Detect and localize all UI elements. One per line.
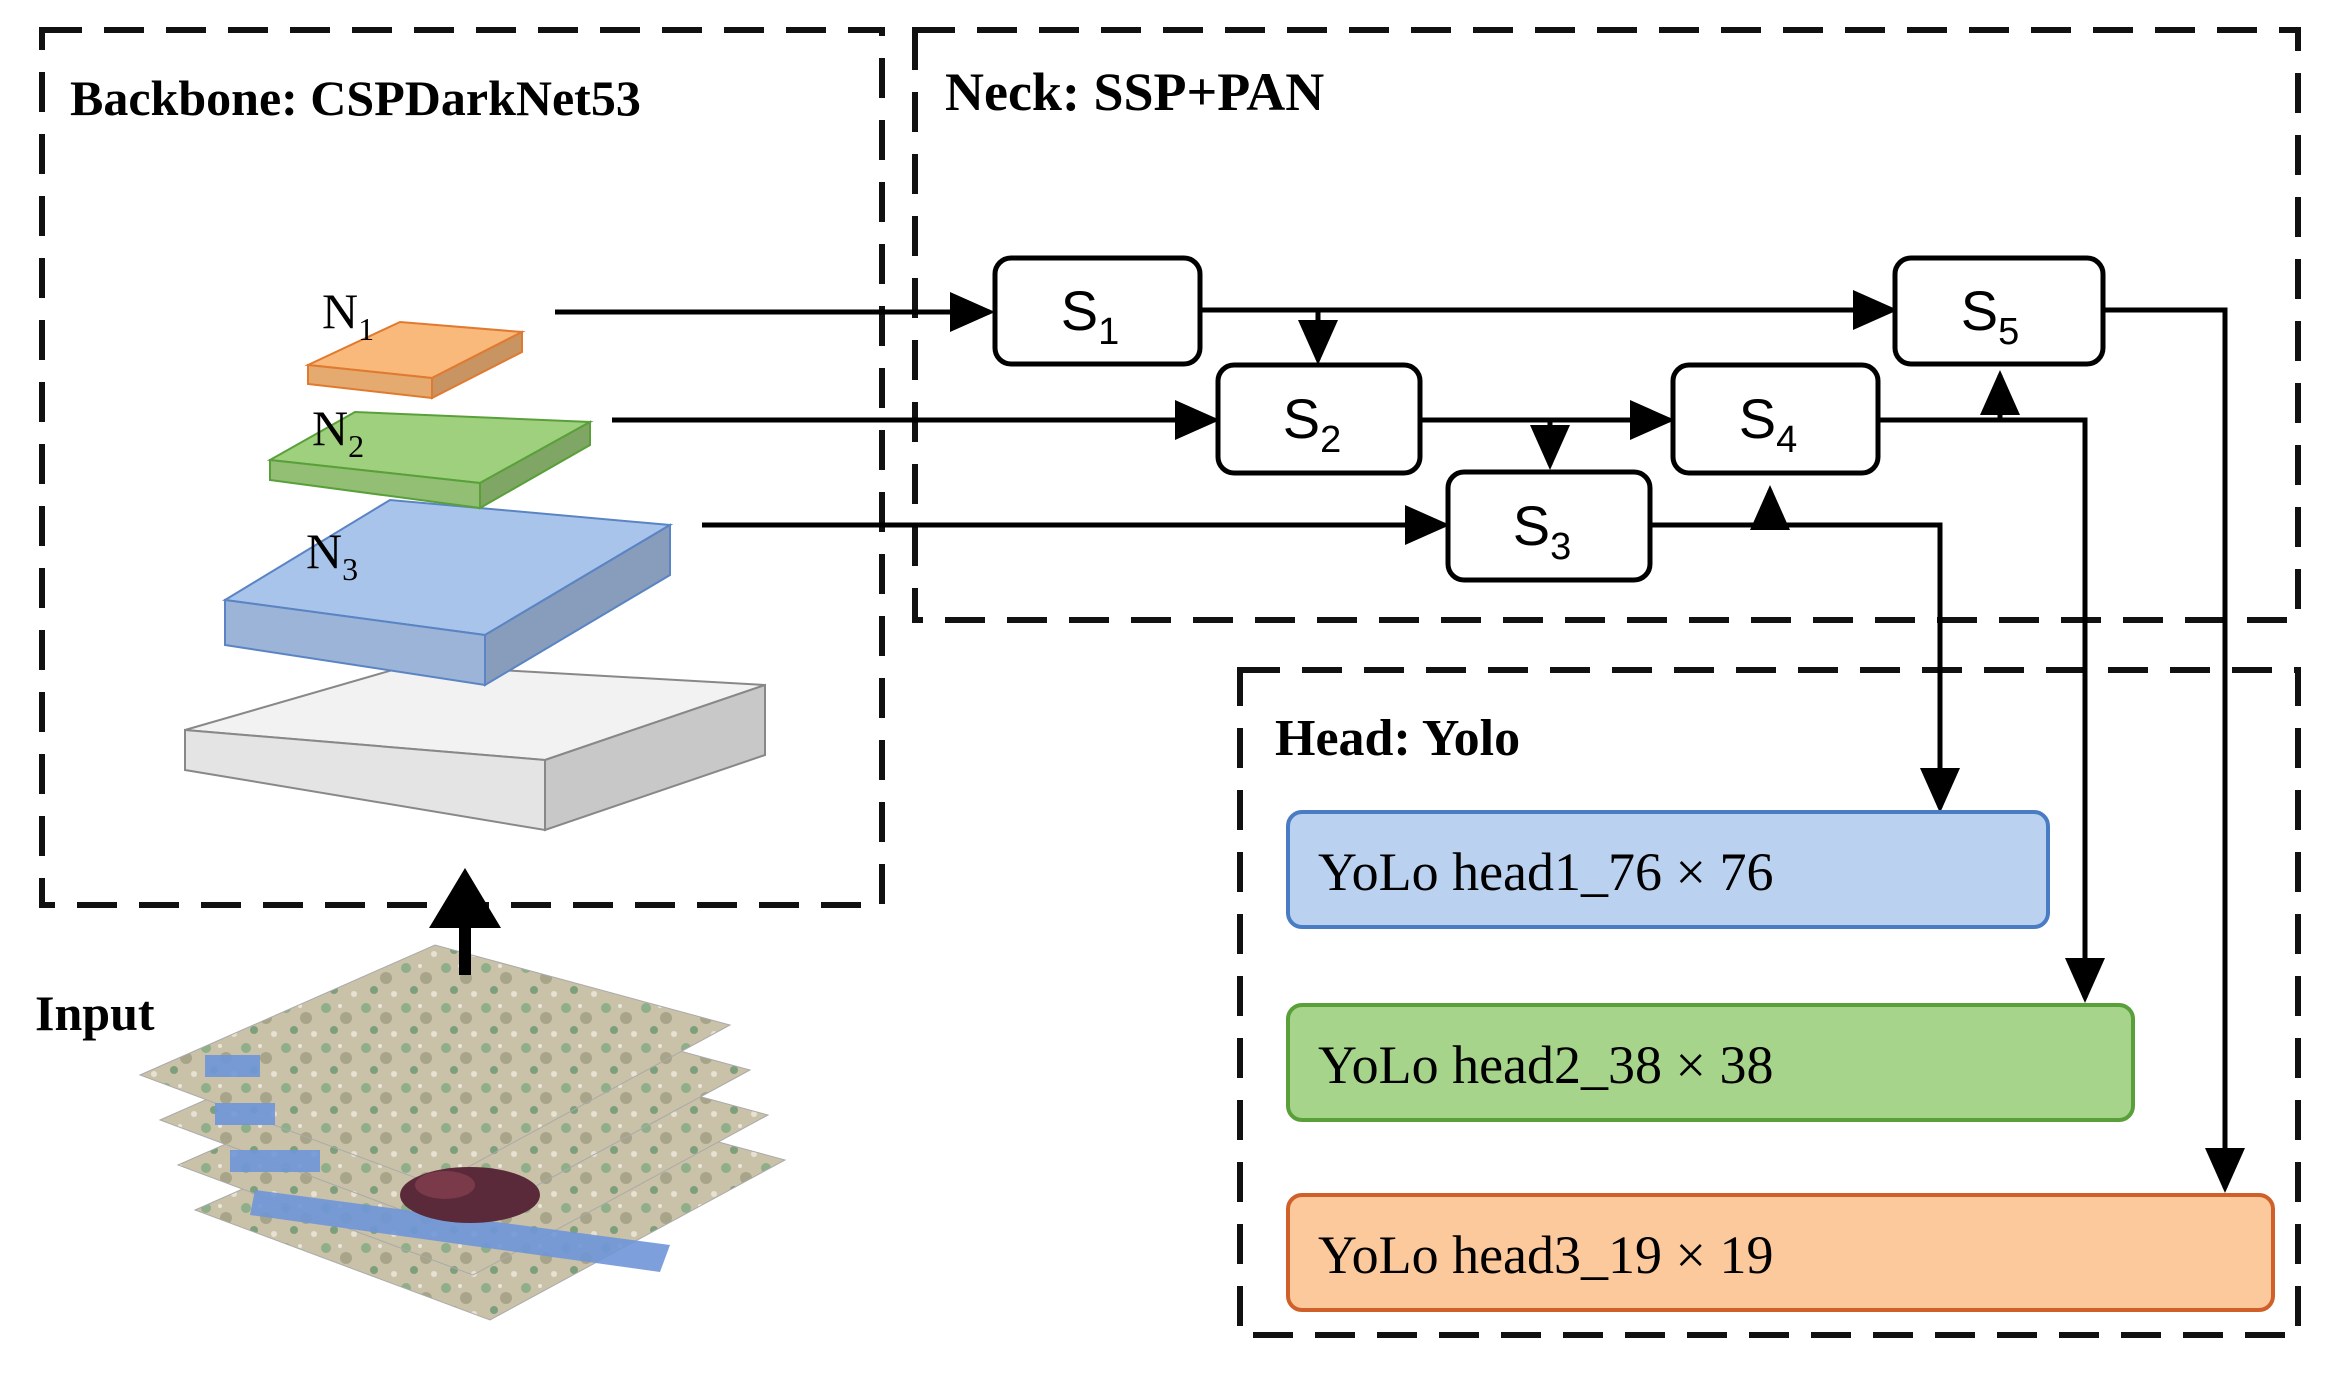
neck-title: Neck: SSP+PAN [945, 62, 1324, 122]
yolo-head-2: YoLo head2_38 × 38 [1286, 1003, 2135, 1122]
s3-to-s4-arrow [1650, 485, 1790, 530]
svg-text:YoLo head3_19 × 19: YoLo head3_19 × 19 [1318, 1225, 1773, 1285]
head-frame [1237, 667, 2301, 1338]
svg-text:YoLo head1_76 × 76: YoLo head1_76 × 76 [1318, 842, 1773, 902]
svg-text:S4: S4 [1739, 387, 1798, 461]
node-s4: S4 [1670, 362, 1881, 476]
backbone-base-layer [184, 663, 766, 832]
node-s1: S1 [992, 255, 1203, 367]
layer-n3 [222, 498, 674, 687]
head-title: Head: Yolo [1275, 710, 1520, 767]
node-s2: S2 [1215, 362, 1423, 476]
svg-text:YoLo head2_38 × 38: YoLo head2_38 × 38 [1318, 1035, 1773, 1095]
yolo-head-1: YoLo head1_76 × 76 [1286, 810, 2050, 929]
layer-n1-label: N1 [322, 283, 374, 347]
svg-text:S3: S3 [1513, 494, 1572, 568]
s4-to-head2-arrow [2000, 417, 2105, 1003]
s5-to-head3-arrow [2103, 307, 2245, 1193]
yolo-head-3: YoLo head3_19 × 19 [1286, 1193, 2275, 1312]
layer-n1 [304, 320, 526, 400]
backbone-title: Backbone: CSPDarkNet53 [70, 70, 641, 126]
layer-n2 [266, 410, 594, 510]
layer-n3-label: N3 [306, 523, 358, 587]
input-image-stack [138, 944, 787, 1321]
svg-text:S1: S1 [1061, 279, 1120, 353]
neck-frame [912, 27, 2301, 623]
node-s3: S3 [1445, 469, 1653, 583]
svg-text:S5: S5 [1961, 279, 2020, 353]
s3-to-head1-arrow [1770, 522, 1960, 813]
input-label: Input [35, 985, 155, 1041]
s4-to-s5-arrow [1878, 370, 2020, 423]
layer-n2-label: N2 [312, 400, 364, 464]
node-s5: S5 [1892, 255, 2106, 367]
svg-text:S2: S2 [1283, 387, 1342, 461]
